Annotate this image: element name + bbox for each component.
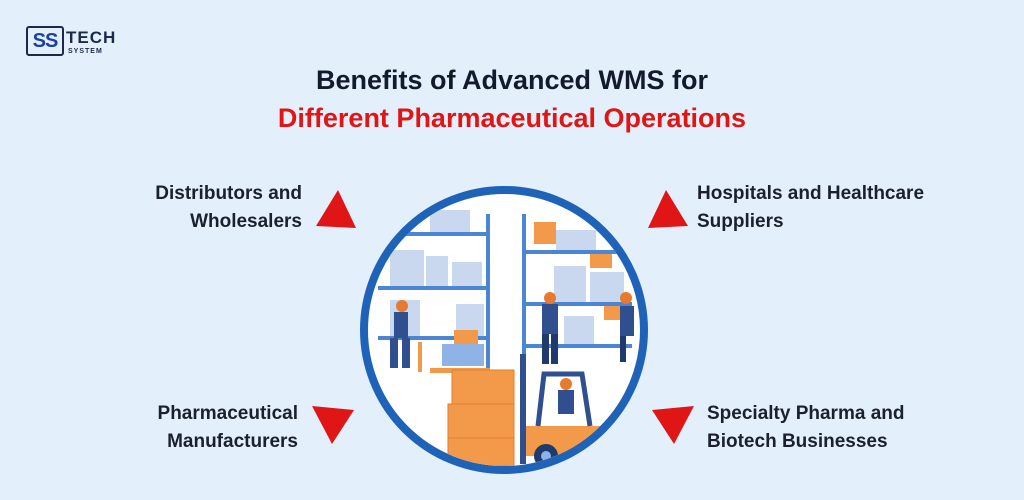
label-line: Manufacturers xyxy=(167,431,298,452)
label-manufacturers: Pharmaceutical Manufacturers xyxy=(158,400,298,456)
label-specialty-pharma: Specialty Pharma and Biotech Businesses xyxy=(707,400,904,456)
logo-mark: SS xyxy=(26,26,64,56)
warehouse-illustration xyxy=(360,186,648,474)
label-line: Specialty Pharma and xyxy=(707,403,905,424)
arrow-top-right-icon xyxy=(648,190,688,228)
company-logo: SS TECH SYSTEM xyxy=(26,26,116,62)
label-line: Distributors and xyxy=(155,183,302,204)
arrow-bottom-left-icon xyxy=(312,406,354,444)
label-line: Wholesalers xyxy=(190,211,302,232)
label-line: Suppliers xyxy=(697,211,784,232)
label-line: Hospitals and Healthcare xyxy=(697,183,925,204)
logo-subtext: SYSTEM xyxy=(68,48,103,55)
arrow-top-left-icon xyxy=(316,190,356,228)
logo-word: TECH xyxy=(66,28,117,47)
label-line: Pharmaceutical xyxy=(157,403,298,424)
label-line: Biotech Businesses xyxy=(707,431,888,452)
page-title-line1: Benefits of Advanced WMS for xyxy=(315,65,709,95)
warehouse-scene-icon xyxy=(378,210,634,466)
label-hospitals: Hospitals and Healthcare Suppliers xyxy=(697,180,924,236)
label-distributors: Distributors and Wholesalers xyxy=(155,180,302,236)
arrow-bottom-right-icon xyxy=(652,406,694,444)
page-title-line2: Different Pharmaceutical Operations xyxy=(277,103,747,133)
